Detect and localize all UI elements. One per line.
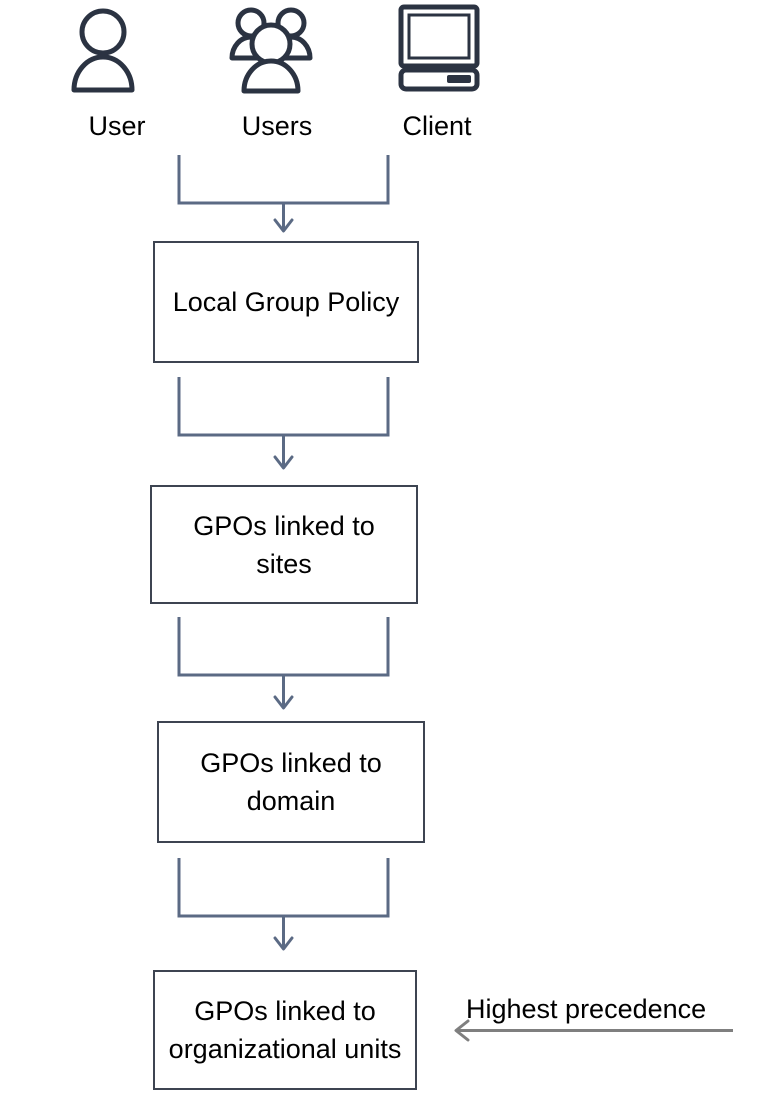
- flow-box-gpos-linked-sites[interactable]: GPOs linked to sites: [150, 485, 418, 604]
- connector-sources-to-local-policy: [168, 152, 408, 237]
- highest-precedence-arrow-icon: [448, 1018, 738, 1049]
- highest-precedence-label: Highest precedence: [466, 994, 707, 1024]
- flow-box-local-group-policy[interactable]: Local Group Policy: [153, 241, 419, 363]
- user-icon: [62, 2, 172, 102]
- flow-box-label: GPOs linked to sites: [193, 510, 375, 579]
- flow-box-gpos-linked-domain[interactable]: GPOs linked to domain: [157, 721, 425, 843]
- client-computer-icon: [392, 2, 502, 102]
- flow-box-label: GPOs linked to organizational units: [165, 992, 405, 1068]
- flow-box-line-2: organizational units: [168, 1034, 402, 1064]
- users-icon: [228, 2, 338, 102]
- flow-box-line-1: GPOs linked to: [200, 748, 382, 778]
- connector-sites-to-domain: [168, 614, 408, 714]
- source-label-client: Client: [402, 111, 472, 141]
- source-label-users: Users: [241, 111, 313, 141]
- flow-box-label: Local Group Policy: [172, 287, 400, 317]
- connector-local-policy-to-sites: [168, 374, 408, 474]
- flow-box-line-1: GPOs linked to: [194, 996, 376, 1026]
- source-label-user: User: [88, 111, 146, 141]
- flow-box-label: GPOs linked to domain: [169, 744, 413, 820]
- flow-box-line-2: domain: [246, 786, 336, 816]
- flow-box-gpos-linked-ous[interactable]: GPOs linked to organizational units: [153, 970, 417, 1090]
- connector-domain-to-ous: [168, 855, 408, 957]
